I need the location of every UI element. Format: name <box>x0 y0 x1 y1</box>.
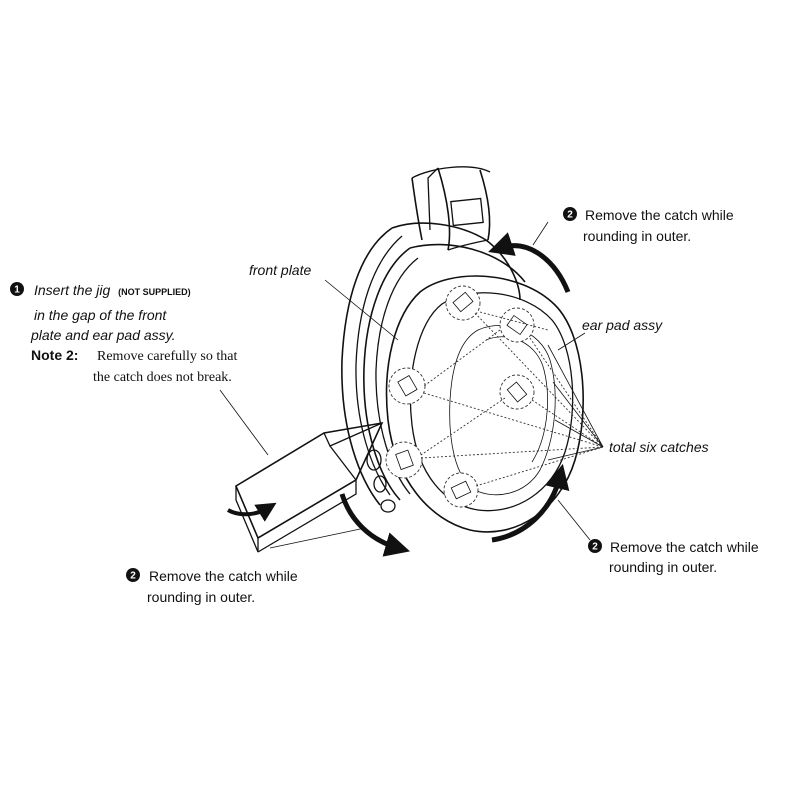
step-2-right-instruction: 2 Remove the catch while rounding in out… <box>588 539 759 575</box>
note-2-label: Note 2: <box>31 347 78 363</box>
step-1-line1: Insert the jig <box>34 282 110 298</box>
catch-4 <box>499 374 535 410</box>
total-six-catches-label: total six catches <box>609 439 709 455</box>
step-1-line2: in the gap of the front <box>34 307 167 323</box>
rotation-arrow-top <box>488 232 571 293</box>
ear-pad-assy-label: ear pad assy <box>582 317 663 333</box>
step-2-top-instruction: 2 Remove the catch while rounding in out… <box>563 207 734 244</box>
catch-3 <box>388 367 426 405</box>
catch-1 <box>445 285 481 321</box>
catch-5 <box>385 441 423 479</box>
rotation-arrow-left <box>339 493 411 557</box>
rotation-arrow-right <box>491 463 570 543</box>
step-2-left-line2: rounding in outer. <box>147 589 255 605</box>
catch-6 <box>443 472 479 508</box>
step-2-right-line1: Remove the catch while <box>610 539 759 555</box>
step-2-left-instruction: 2 Remove the catch while rounding in out… <box>126 568 298 605</box>
step-2-right-line2: rounding in outer. <box>609 559 717 575</box>
step-2-left-number: 2 <box>130 571 136 582</box>
jig-twist-arrow <box>226 502 277 522</box>
catch-leader-lines <box>420 311 604 487</box>
step-1-instruction: 1 Insert the jig (NOT SUPPLIED) in the g… <box>10 282 191 343</box>
jig-tool <box>234 421 384 553</box>
note-2: Note 2: Remove carefully so that the cat… <box>31 347 237 385</box>
svg-text:Insert the jig (NOT SUPP: Insert the jig (NOT SUPPLIED) <box>34 282 191 298</box>
front-plate-label: front plate <box>249 262 311 278</box>
step-1-line3: plate and ear pad assy. <box>30 327 176 343</box>
step-2-right-number: 2 <box>592 542 598 553</box>
note-2-line1: Remove carefully so that <box>97 349 237 364</box>
step-2-top-number: 2 <box>567 210 573 221</box>
step-2-left-line1: Remove the catch while <box>149 568 298 584</box>
not-supplied-note: (NOT SUPPLIED) <box>118 287 191 297</box>
step-2-top-line1: Remove the catch while <box>585 207 734 223</box>
catch-2 <box>499 307 535 343</box>
note-2-line2: the catch does not break. <box>93 370 232 385</box>
step-2-top-line2: rounding in outer. <box>583 228 691 244</box>
rotation-arrows <box>226 232 571 557</box>
headphone-illustration <box>234 166 604 553</box>
step-1-number: 1 <box>14 285 20 296</box>
